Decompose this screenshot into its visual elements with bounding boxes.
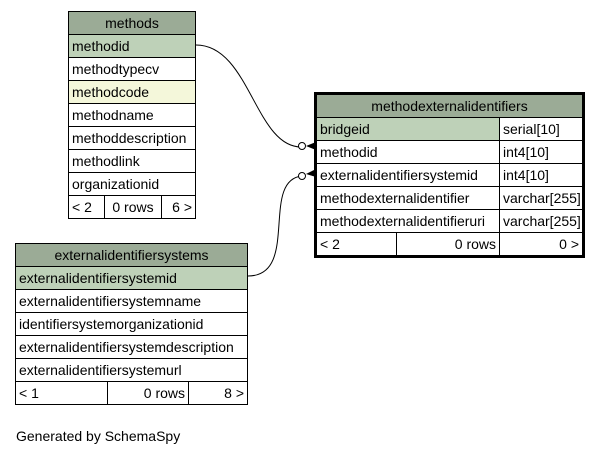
edge-methods-zero-marker [298, 142, 306, 150]
children-count[interactable]: 6 > [161, 196, 195, 218]
parents-count[interactable]: < 1 [19, 385, 39, 401]
children-count[interactable]: 8 > [188, 382, 247, 404]
edge-externalidentifiersystems-zero-marker [298, 172, 306, 180]
edge-externalidentifiersystems-many-marker [306, 169, 316, 177]
column-methoddescription[interactable]: methoddescription [69, 127, 195, 150]
column-externalidentifiersystemname[interactable]: externalidentifiersystemname [16, 290, 247, 313]
column-methodexternalidentifieruri[interactable]: methodexternalidentifieruri varchar[255] [317, 210, 582, 233]
column-identifiersystemorganizationid[interactable]: identifiersystemorganizationid [16, 313, 247, 336]
column-methodexternalidentifier[interactable]: methodexternalidentifier varchar[255] [317, 187, 582, 210]
table-methods-title[interactable]: methods [69, 12, 195, 35]
column-methodid[interactable]: methodid int4[10] [317, 141, 582, 164]
column-externalidentifiersystemurl[interactable]: externalidentifiersystemurl [16, 359, 247, 382]
table-methodexternalidentifiers-footer: < 2 0 rows 0 > [317, 233, 582, 255]
row-count: 0 rows [104, 196, 161, 218]
row-count: 0 rows [396, 233, 499, 255]
table-methodexternalidentifiers[interactable]: methodexternalidentifiers bridgeid seria… [314, 92, 585, 258]
parents-count[interactable]: < 2 [320, 236, 340, 252]
column-methodcode[interactable]: methodcode [69, 81, 195, 104]
edge-methods-many-marker [306, 142, 316, 150]
table-externalidentifiersystems-footer: < 1 0 rows 8 > [16, 382, 247, 404]
column-organizationid[interactable]: organizationid [69, 173, 195, 196]
table-methods[interactable]: methods methodid methodtypecv methodcode… [68, 11, 196, 219]
row-count: 0 rows [107, 382, 188, 404]
edge-externalidentifiersystems-id [247, 175, 303, 277]
table-externalidentifiersystems-title[interactable]: externalidentifiersystems [16, 244, 247, 267]
column-externalidentifiersystemid[interactable]: externalidentifiersystemid int4[10] [317, 164, 582, 187]
parents-count[interactable]: < 2 [72, 199, 92, 215]
edge-methods-methodid [195, 44, 303, 148]
table-methodexternalidentifiers-title[interactable]: methodexternalidentifiers [317, 95, 582, 118]
children-count[interactable]: 0 > [499, 233, 582, 255]
column-methodname[interactable]: methodname [69, 104, 195, 127]
column-externalidentifiersystemdescription[interactable]: externalidentifiersystemdescription [16, 336, 247, 359]
column-methodid[interactable]: methodid [69, 35, 195, 58]
column-methodlink[interactable]: methodlink [69, 150, 195, 173]
generated-by-label: Generated by SchemaSpy [16, 428, 181, 444]
column-methodtypecv[interactable]: methodtypecv [69, 58, 195, 81]
table-externalidentifiersystems[interactable]: externalidentifiersystems externalidenti… [15, 243, 248, 405]
table-methods-footer: < 2 0 rows 6 > [69, 196, 195, 218]
column-externalidentifiersystemid[interactable]: externalidentifiersystemid [16, 267, 247, 290]
column-bridgeid[interactable]: bridgeid serial[10] [317, 118, 582, 141]
